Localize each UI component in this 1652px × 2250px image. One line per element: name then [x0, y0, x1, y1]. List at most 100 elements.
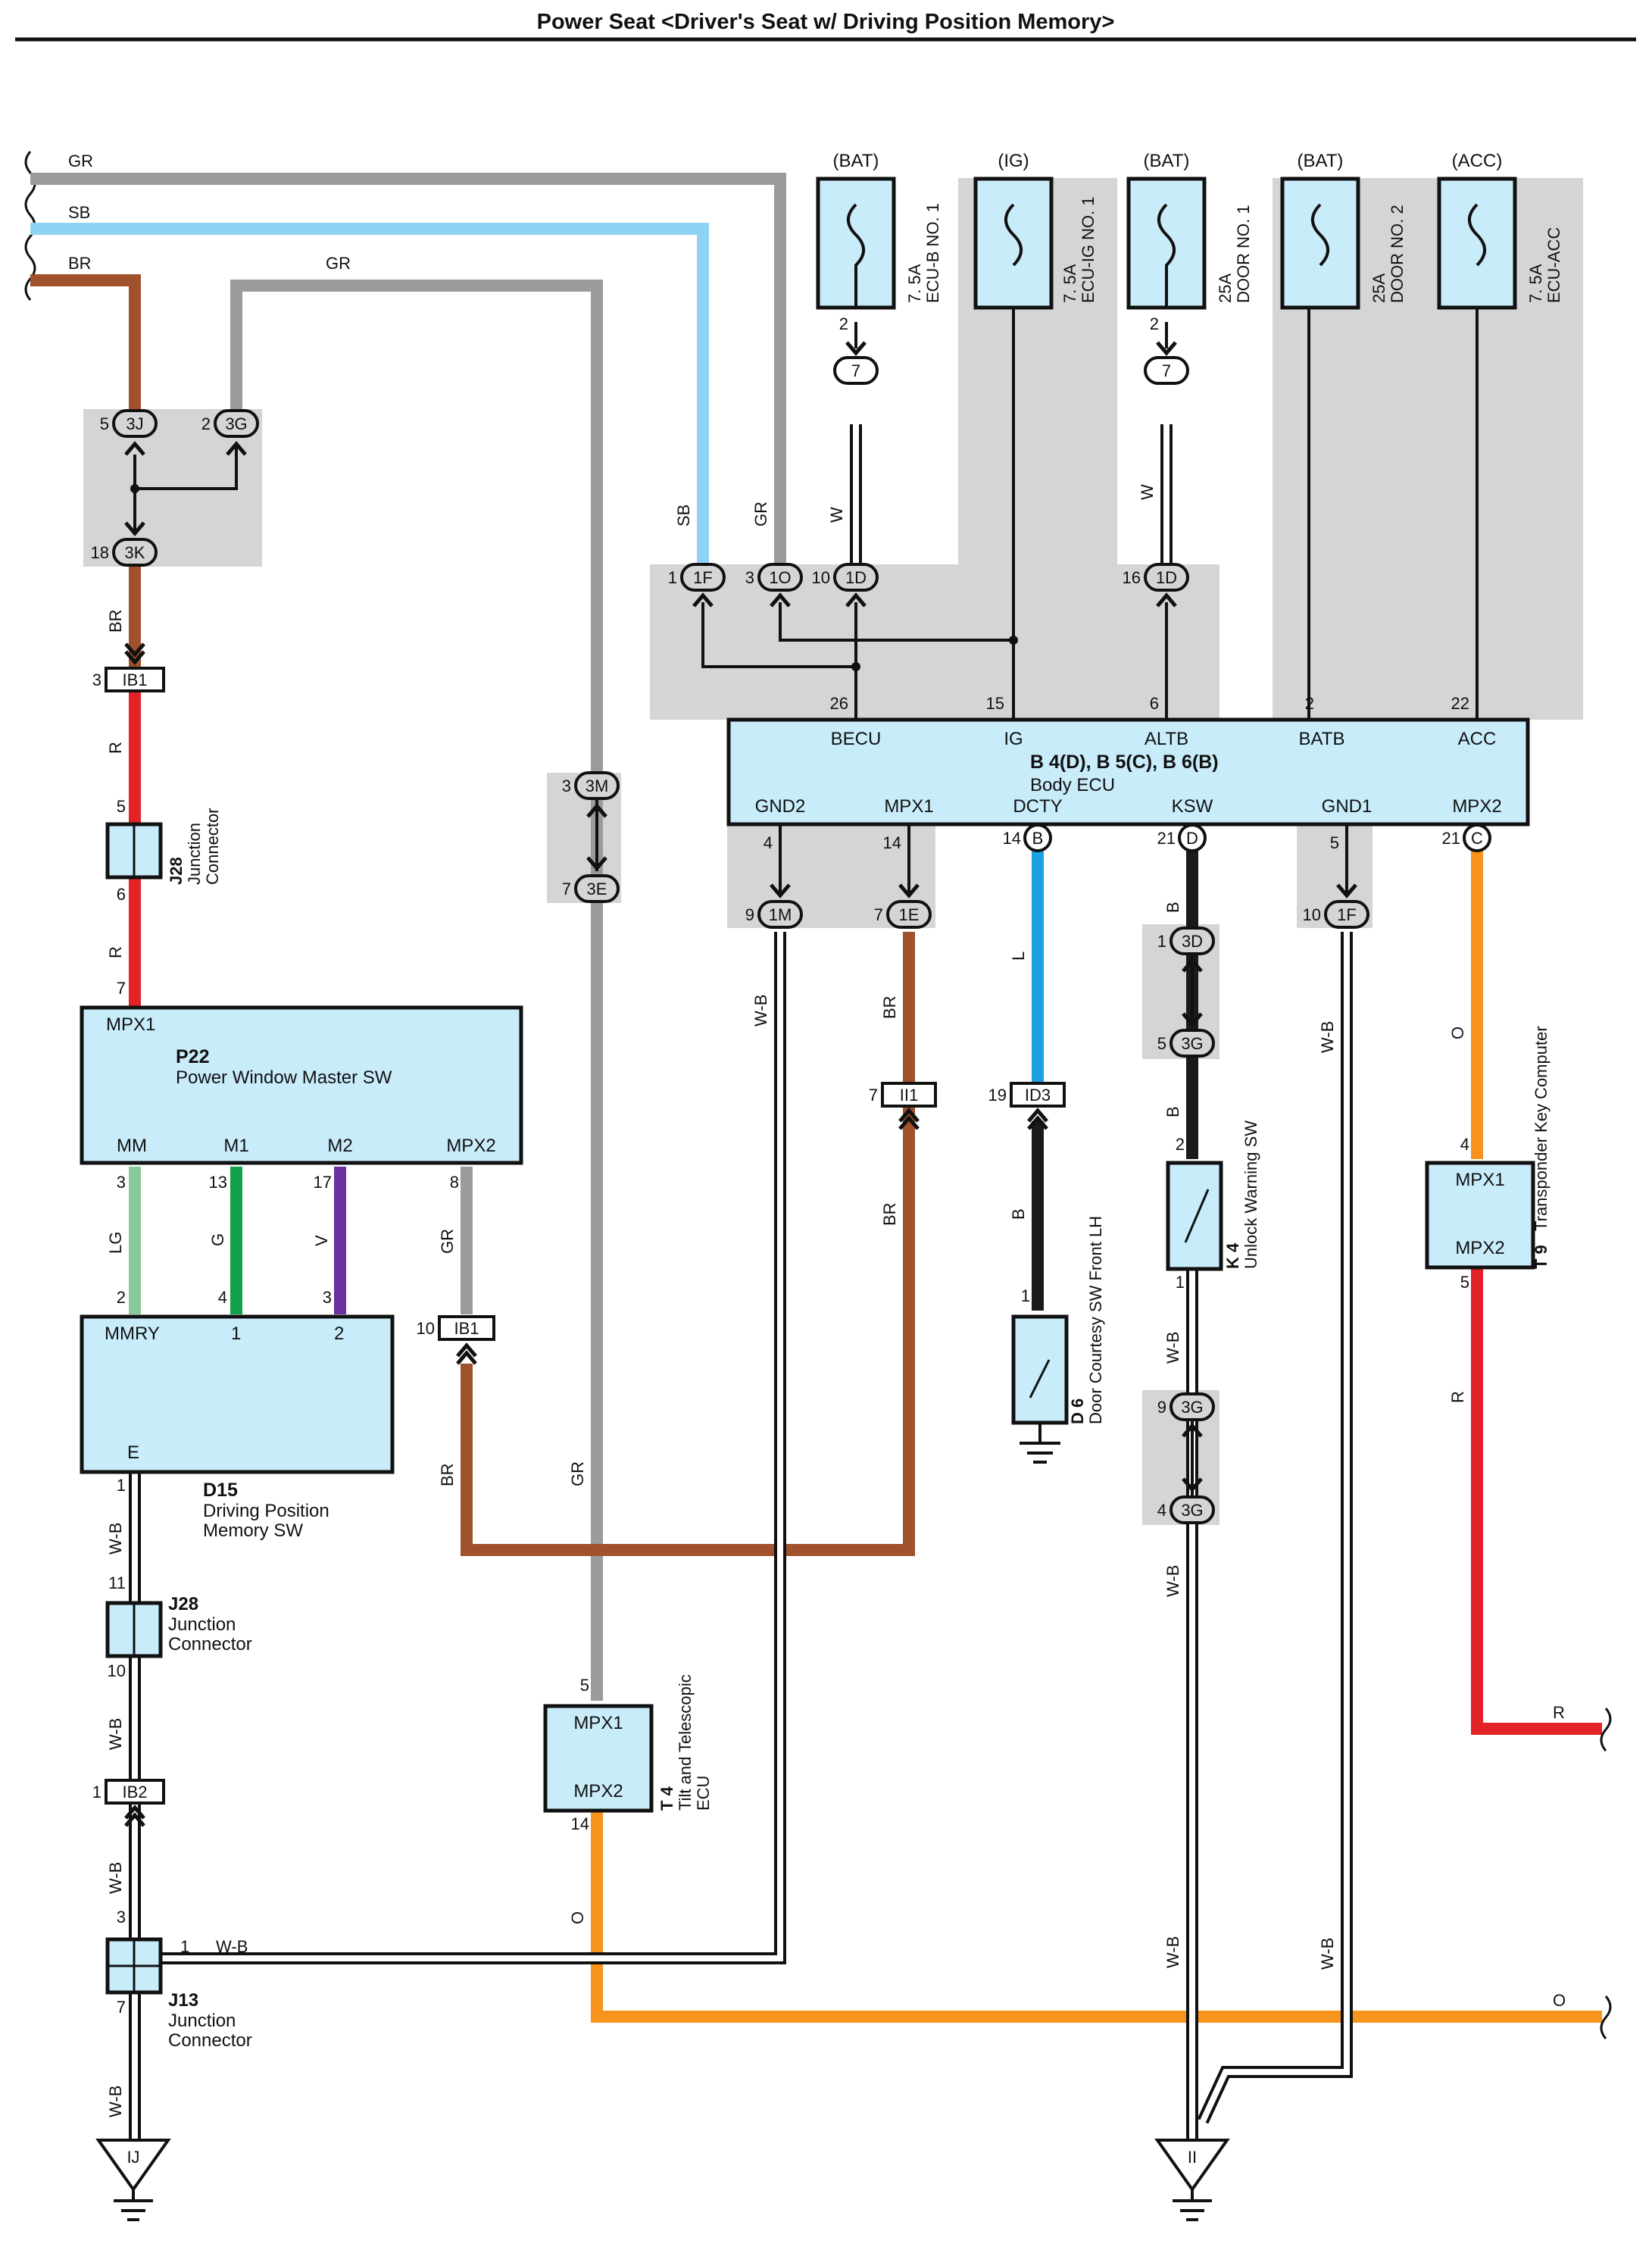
t9-mpx2: MPX2	[1455, 1238, 1504, 1258]
svg-text:9: 9	[1157, 1398, 1166, 1417]
svg-text:3M: 3M	[586, 777, 609, 795]
term-batb: BATB	[1299, 729, 1345, 749]
ground-ii-label: II	[1188, 2148, 1197, 2167]
svg-text:5: 5	[100, 414, 109, 433]
connector-1F-top: 1F	[680, 563, 726, 592]
svg-text:3G: 3G	[1181, 1501, 1203, 1520]
svg-text:1F: 1F	[693, 568, 713, 587]
pin-numbers: 5 2 18 3 5 6 7 3 13 17 8 2 4 3 10 3 7 1 …	[91, 314, 1469, 2017]
fuse-5-rating: 7. 5A	[1526, 264, 1545, 303]
svg-text:W: W	[1138, 484, 1157, 500]
body-ecu-id: B 4(D), B 5(C), B 6(B)	[1030, 752, 1219, 773]
svg-text:2: 2	[1305, 694, 1314, 713]
svg-text:7: 7	[851, 361, 860, 380]
connector-3G-top: 3G	[214, 409, 259, 438]
svg-text:19: 19	[988, 1086, 1007, 1105]
svg-text:1O: 1O	[769, 568, 791, 587]
p22-terminals: MM M1 M2 MPX2	[117, 1136, 496, 1156]
wire-color-labels: GR SB BR GR R O W-B BR R R LG G V GR BR …	[68, 152, 1566, 2117]
d15-box	[80, 1314, 395, 1474]
connector-C: C	[1463, 823, 1491, 852]
t4-box	[543, 1704, 654, 1813]
svg-text:3G: 3G	[1181, 1398, 1203, 1417]
svg-text:ID3: ID3	[1025, 1086, 1051, 1105]
supply-acc: (ACC)	[1452, 151, 1503, 171]
t9-box	[1425, 1161, 1535, 1270]
svg-text:GR: GR	[751, 502, 770, 527]
svg-text:1: 1	[1157, 932, 1166, 951]
svg-text:4: 4	[1460, 1135, 1469, 1154]
svg-text:7: 7	[874, 905, 883, 924]
svg-text:1: 1	[92, 1783, 101, 1802]
svg-text:21: 21	[1442, 829, 1460, 848]
fuse-symbols	[847, 203, 1486, 308]
wire-gr-top	[30, 173, 786, 577]
svg-text:1: 1	[668, 568, 677, 587]
supply-bat-2: (BAT)	[1144, 151, 1190, 171]
svg-text:1: 1	[180, 1937, 189, 1956]
svg-text:ECU: ECU	[694, 1776, 713, 1811]
svg-text:BR: BR	[880, 1202, 899, 1226]
connector-IB2: IB2	[105, 1779, 165, 1805]
svg-text:10: 10	[108, 1661, 126, 1680]
connector-B: B	[1023, 823, 1052, 852]
t4-mpx2: MPX2	[573, 1781, 623, 1802]
svg-text:3D: 3D	[1182, 932, 1203, 951]
svg-text:BR: BR	[106, 609, 125, 633]
svg-text:LG: LG	[106, 1232, 125, 1254]
wire-br-top	[30, 274, 141, 424]
d15-name1: Driving Position	[203, 1501, 329, 1521]
term-dcty: DCTY	[1013, 796, 1062, 817]
wire-br-loop	[461, 932, 915, 1556]
svg-text:Junction: Junction	[185, 823, 204, 885]
p22-mpx1: MPX1	[106, 1014, 155, 1035]
svg-text:2: 2	[334, 1323, 344, 1344]
svg-text:3G: 3G	[1181, 1034, 1203, 1053]
svg-text:10: 10	[1303, 905, 1321, 924]
svg-text:BR: BR	[68, 254, 92, 273]
connector-1D-a: 1D	[833, 563, 879, 592]
ground-ii: II	[1154, 2139, 1230, 2221]
svg-text:14: 14	[571, 1814, 589, 1833]
svg-text:SB: SB	[674, 505, 693, 527]
svg-text:22: 22	[1451, 694, 1469, 713]
svg-text:MM: MM	[117, 1136, 147, 1156]
svg-text:3E: 3E	[587, 880, 607, 898]
term-acc: ACC	[1458, 729, 1497, 749]
fuse-boxes	[816, 177, 1517, 310]
supply-bat-3: (BAT)	[1298, 151, 1344, 171]
svg-text:2: 2	[839, 314, 848, 333]
svg-text:14: 14	[883, 833, 901, 852]
svg-text:Door Courtesy SW Front LH: Door Courtesy SW Front LH	[1086, 1216, 1105, 1424]
svg-text:13: 13	[209, 1173, 227, 1192]
wire-break-marks-right	[1600, 1708, 1612, 2039]
svg-text:2: 2	[1176, 1135, 1185, 1154]
p22-name: Power Window Master SW	[176, 1067, 392, 1088]
ground-ij-label: IJ	[126, 2148, 139, 2167]
svg-text:W-B: W-B	[106, 1523, 125, 1555]
connector-1D-b: 1D	[1144, 563, 1189, 592]
svg-text:L: L	[1009, 952, 1028, 961]
svg-text:W-B: W-B	[1163, 1936, 1182, 1968]
connector-ID3: ID3	[1010, 1082, 1066, 1108]
connector-7-b: 7	[1144, 356, 1189, 385]
svg-text:2: 2	[201, 414, 211, 433]
fuse-5-name: ECU-ACC	[1544, 227, 1563, 303]
page-title: Power Seat <Driver's Seat w/ Driving Pos…	[537, 10, 1115, 34]
svg-text:5: 5	[1330, 833, 1339, 852]
connector-3M: 3M	[574, 771, 620, 800]
svg-text:Unlock Warning SW: Unlock Warning SW	[1241, 1120, 1260, 1269]
svg-text:7: 7	[117, 1998, 126, 2017]
svg-text:J28: J28	[167, 857, 186, 885]
svg-text:4: 4	[764, 833, 773, 852]
connector-3E: 3E	[574, 874, 620, 903]
svg-text:W-B: W-B	[106, 1862, 125, 1894]
j28b-name2: Connector	[168, 1634, 252, 1655]
svg-text:R: R	[1553, 1703, 1565, 1722]
svg-text:8: 8	[450, 1173, 459, 1192]
svg-text:B: B	[1009, 1208, 1028, 1220]
wire-gr-ecu-t4	[230, 280, 603, 1701]
svg-text:10: 10	[812, 568, 830, 587]
svg-text:18: 18	[91, 543, 109, 562]
svg-text:W-B: W-B	[1318, 1021, 1337, 1053]
